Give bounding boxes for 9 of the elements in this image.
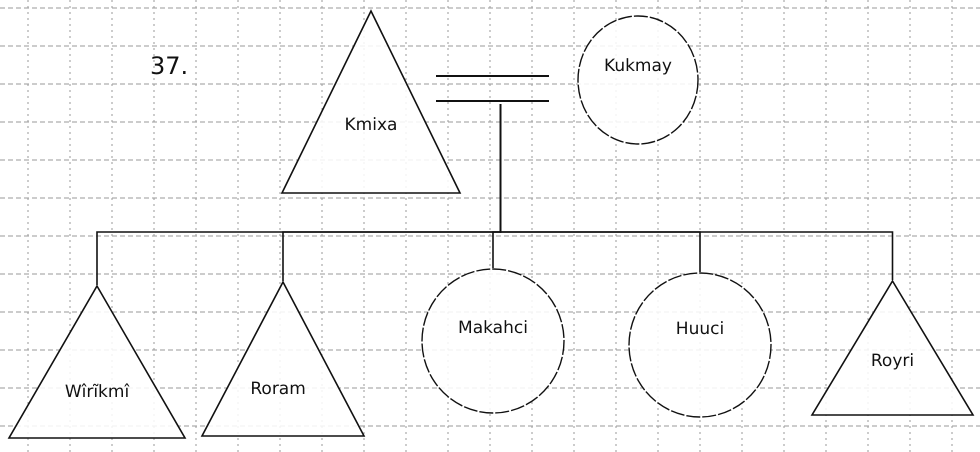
person-name: Kukmay xyxy=(604,56,672,76)
person-name: Kmixa xyxy=(344,114,398,135)
diagram-number: 37. xyxy=(150,52,188,80)
person-name: Royri xyxy=(870,350,914,371)
person-name: Roram xyxy=(250,379,306,400)
person-name: Makahci xyxy=(458,318,528,338)
person-name: Wîrĩkmî xyxy=(64,382,130,402)
person-name: Huuci xyxy=(676,319,724,340)
descent-line xyxy=(500,104,894,280)
